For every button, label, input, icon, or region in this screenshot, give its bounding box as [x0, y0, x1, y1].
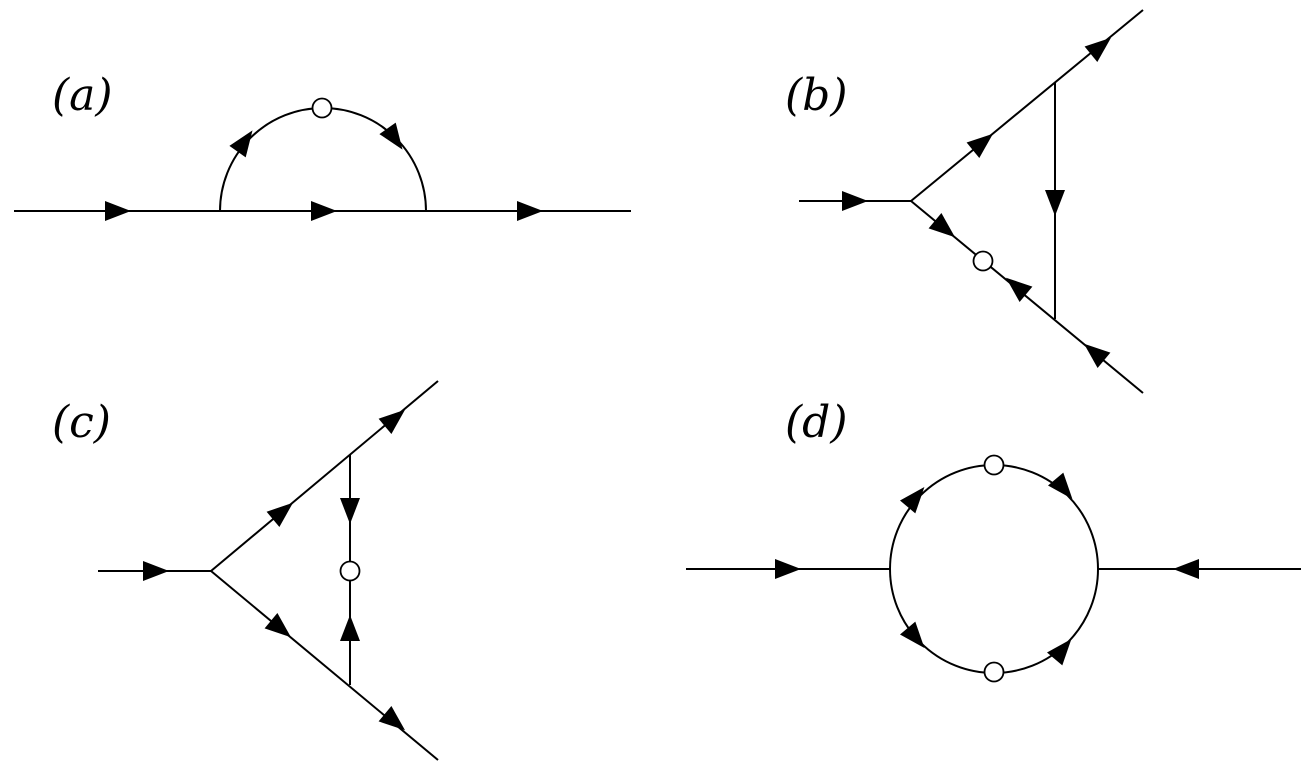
arrow-icon — [842, 191, 868, 211]
arrow-icon — [1045, 190, 1065, 216]
arrow-icon — [1006, 277, 1033, 302]
arrow-icon — [775, 559, 801, 579]
panel-label-b: (b) — [785, 70, 848, 121]
propagator-lines — [14, 9, 1301, 761]
arrow-icon — [340, 615, 360, 641]
arrow-icon — [928, 213, 955, 238]
panel-c-upper-line — [210, 380, 439, 572]
arrow-icon — [1173, 559, 1199, 579]
arrow-icon — [311, 201, 337, 221]
panel-c-lower-line — [210, 570, 439, 761]
panel-label-d: (d) — [785, 397, 848, 448]
arrow-icon — [1048, 472, 1073, 499]
insertion-vertex-circle — [311, 97, 333, 119]
insertion-vertices — [311, 97, 1005, 683]
arrow-markers — [105, 37, 1199, 731]
arrow-icon — [966, 133, 993, 158]
arrow-icon — [517, 201, 543, 221]
arrow-icon — [266, 502, 293, 527]
arrow-icon — [1047, 639, 1072, 666]
arrow-icon — [1084, 37, 1111, 62]
arrow-icon — [1084, 343, 1111, 368]
arrow-icon — [379, 122, 403, 150]
arrow-icon — [378, 409, 405, 434]
arrow-icon — [900, 621, 925, 648]
arrow-icon — [340, 498, 360, 524]
insertion-vertex-circle — [983, 661, 1005, 683]
arrow-icon — [900, 487, 925, 514]
panel-label-a: (a) — [52, 70, 113, 121]
arrow-icon — [105, 201, 131, 221]
arrow-icon — [378, 706, 405, 731]
insertion-vertex-circle — [983, 454, 1005, 476]
panel-label-c: (c) — [52, 397, 111, 448]
arrow-icon — [229, 130, 253, 158]
arrow-icon — [143, 561, 169, 581]
insertion-vertex-circle — [339, 560, 361, 582]
insertion-vertex-circle — [972, 250, 994, 272]
arrow-icon — [264, 613, 291, 638]
